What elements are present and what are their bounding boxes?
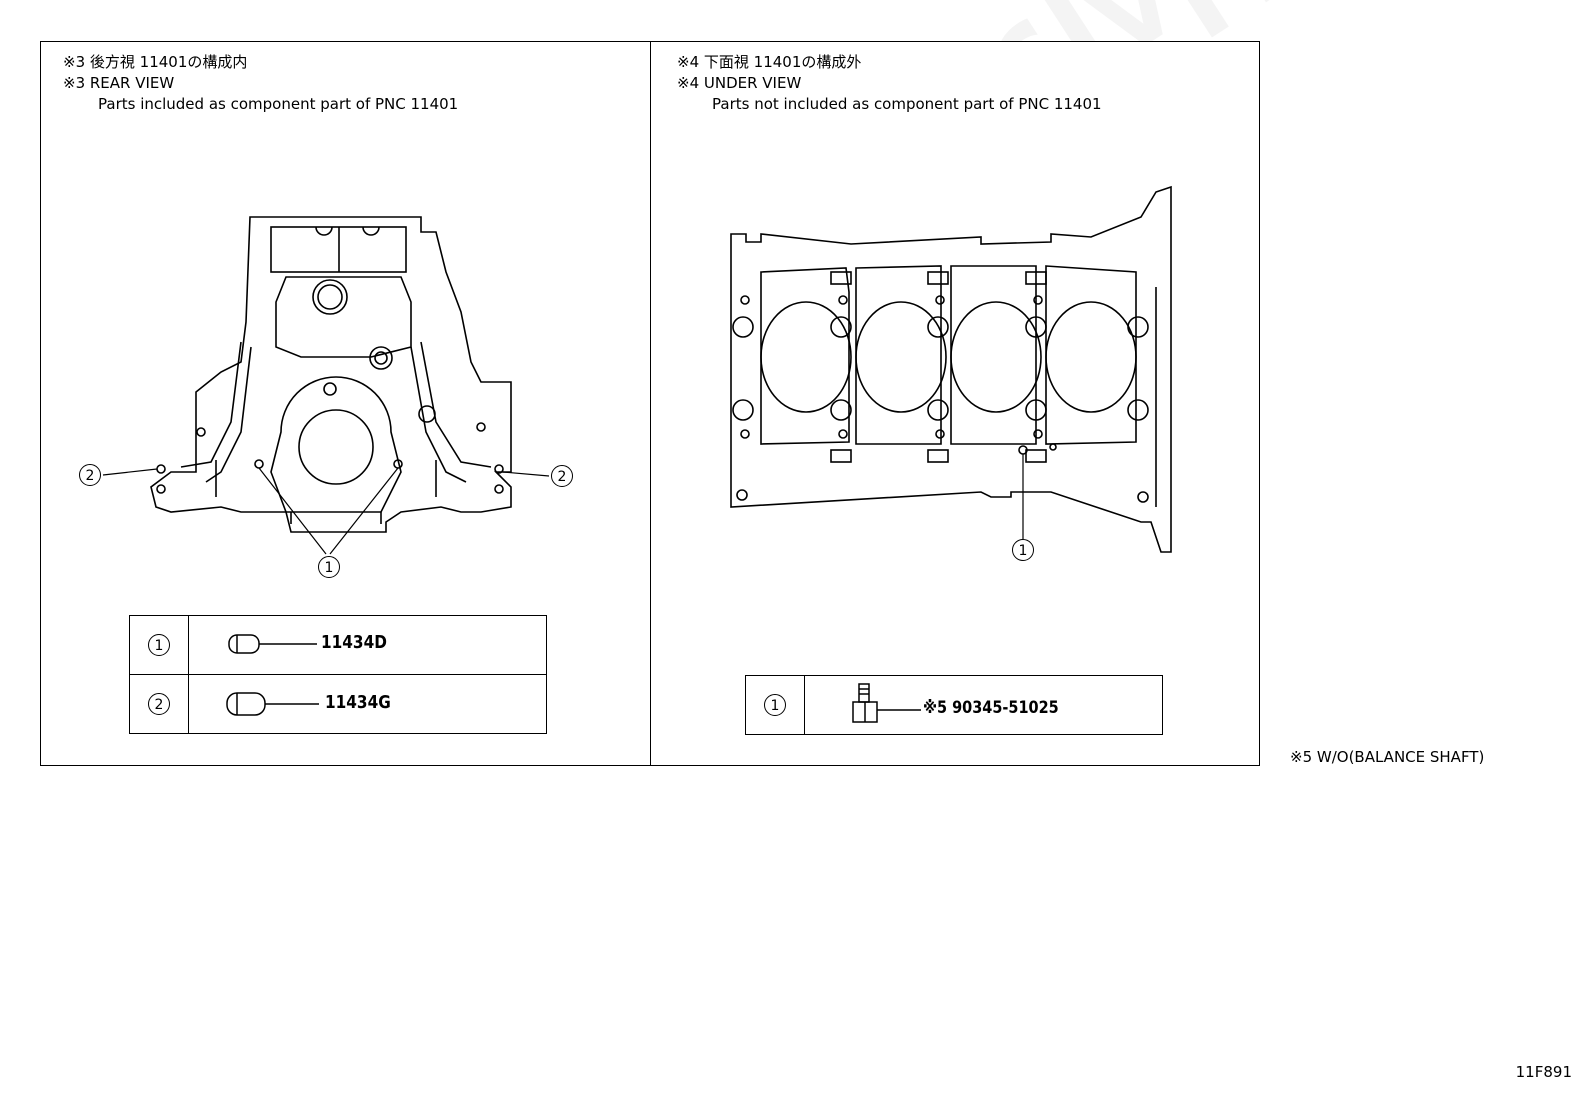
row-number: 1 <box>764 694 786 716</box>
table-row: 2 11434G <box>129 674 547 734</box>
under-view-description: Parts not included as component part of … <box>712 95 1102 113</box>
callout-2-left-label: 2 <box>79 464 101 486</box>
drain-plug-icon <box>852 683 921 723</box>
table-row: 1 ※5 90345-51025 <box>745 675 1163 735</box>
part-cell: 11434G <box>188 674 547 734</box>
cylinder-bores <box>760 265 1137 445</box>
row-number-cell: 2 <box>129 674 189 734</box>
table-row: 1 11434D <box>129 615 547 675</box>
callout-2-right-label: 2 <box>551 465 573 487</box>
under-view-panel: ※4 下面視 11401の構成外 ※4 UNDER VIEW Parts not… <box>650 41 1260 766</box>
engine-block-under-view <box>730 185 1172 553</box>
row-number-cell: 1 <box>129 615 189 675</box>
part-cell: 11434D <box>188 615 547 675</box>
under-view-title-jp: ※4 下面視 11401の構成外 <box>677 53 862 71</box>
under-view-parts-table: 1 ※5 90345-51025 <box>745 675 1163 735</box>
under-view-header: ※4 下面視 11401の構成外 ※4 UNDER VIEW Parts not… <box>677 52 1102 115</box>
row-number-cell: 1 <box>745 675 805 735</box>
under-view-title-en: ※4 UNDER VIEW <box>677 74 802 92</box>
callout-2-left: 2 <box>79 464 101 486</box>
footnote: ※5 W/O(BALANCE SHAFT) <box>1290 748 1485 766</box>
rear-view-description: Parts included as component part of PNC … <box>98 95 459 113</box>
row-number: 1 <box>148 634 170 656</box>
part-cell: ※5 90345-51025 <box>804 675 1163 735</box>
engine-block-rear-view <box>102 216 550 555</box>
rear-view-title-jp: ※3 後方視 11401の構成内 <box>63 53 248 71</box>
callout-1-label: 1 <box>318 556 340 578</box>
part-number: ※5 90345-51025 <box>923 698 1059 718</box>
callout-1: 1 <box>318 556 340 578</box>
rear-view-panel: ※3 後方視 11401の構成内 ※3 REAR VIEW Parts incl… <box>40 41 651 766</box>
dowel-pin-icon <box>226 692 319 716</box>
bolt-holes <box>732 295 1149 503</box>
part-number: 11434G <box>325 692 391 713</box>
callout-1: 1 <box>1012 539 1034 561</box>
rear-view-title-en: ※3 REAR VIEW <box>63 74 175 92</box>
rear-view-header: ※3 後方視 11401の構成内 ※3 REAR VIEW Parts incl… <box>63 52 458 115</box>
part-number: 11434D <box>321 632 387 653</box>
callout-1-label: 1 <box>1012 539 1034 561</box>
callout-2-right: 2 <box>551 465 573 487</box>
row-number: 2 <box>148 693 170 715</box>
illustration-code: 11F891 <box>1515 1063 1572 1081</box>
rear-view-parts-table: 1 11434D 2 11434G <box>129 615 547 734</box>
dowel-pin-icon <box>228 634 317 654</box>
